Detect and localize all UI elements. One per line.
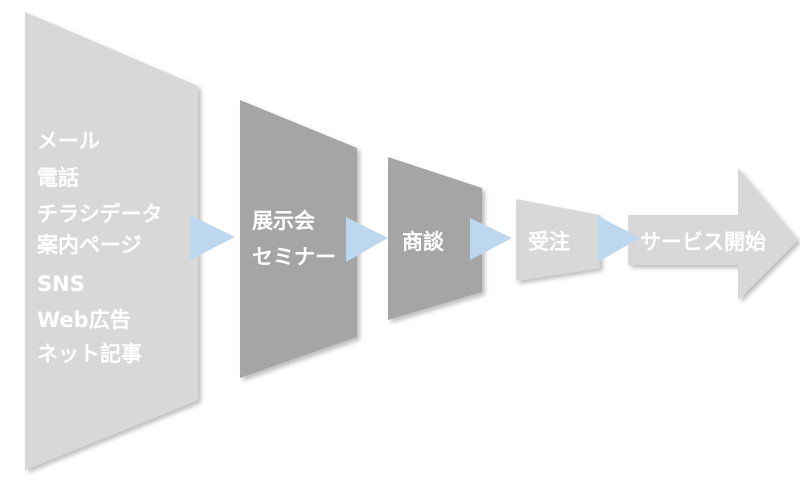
connector-arrow-2	[346, 217, 388, 262]
stage-leads-line: 案内ページ	[36, 233, 142, 257]
stage-leads-line: SNS	[37, 272, 85, 296]
stage-service-label: サービス開始	[640, 230, 766, 254]
stage-leads-line: チラシデータ	[37, 202, 163, 226]
stage-service-arrow	[628, 168, 798, 300]
connector-arrow-4	[598, 216, 640, 262]
stage-order-shape	[516, 199, 600, 281]
stage-leads-line: ネット記事	[37, 342, 142, 366]
stage-leads-line: Web広告	[37, 308, 131, 332]
stage-event-shape	[240, 100, 357, 378]
stage-event-line: 展示会	[252, 209, 315, 233]
stage-negotiation-shape	[388, 157, 482, 320]
stage-leads-line: メール	[37, 129, 100, 153]
connector-arrow-3	[470, 218, 512, 260]
stage-event-line: セミナー	[252, 245, 336, 269]
stage-order-label: 受注	[528, 230, 570, 254]
stage-negotiation-label: 商談	[402, 230, 445, 254]
stage-leads-shape	[25, 12, 198, 470]
stage-leads-line: 電話	[37, 166, 79, 190]
connector-arrow-1	[190, 215, 235, 260]
